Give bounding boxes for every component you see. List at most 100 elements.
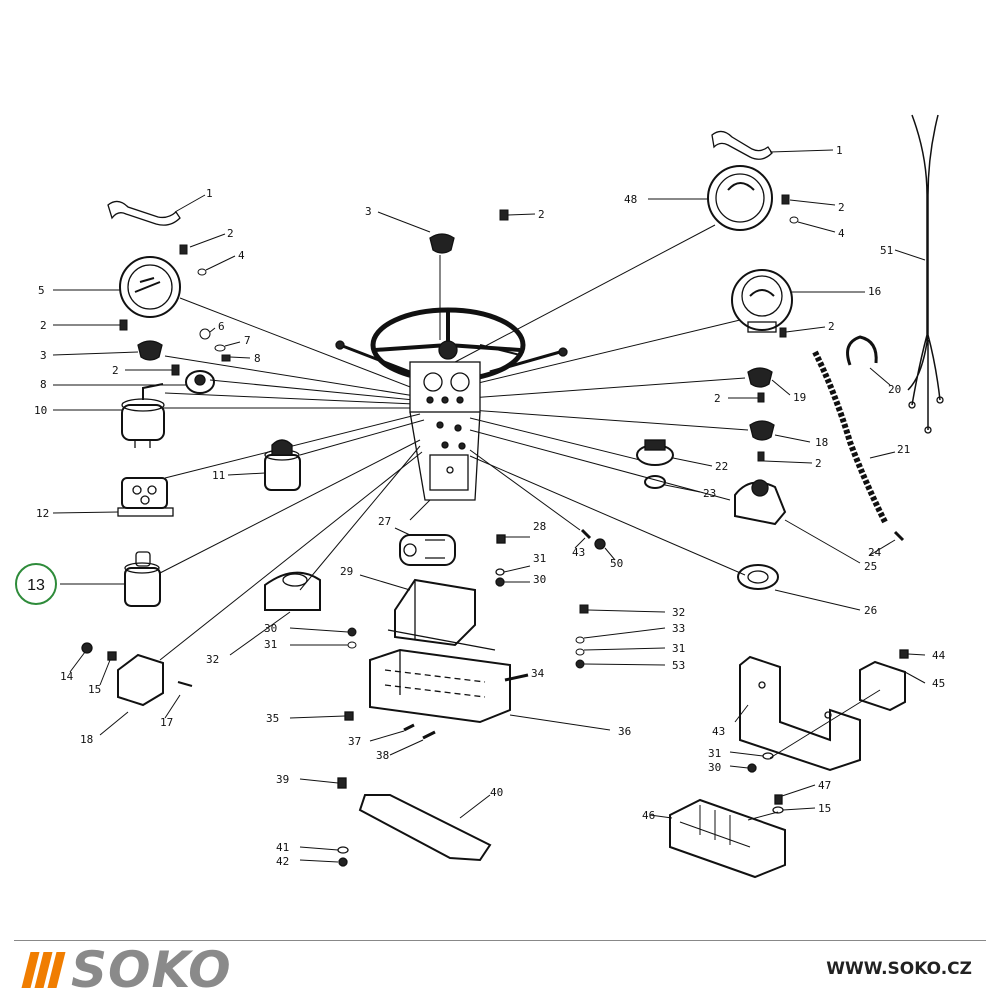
part-36-fuse-box — [289, 648, 611, 756]
callout-label: 2 — [815, 457, 822, 470]
logo-stripes-icon — [21, 952, 66, 988]
part-43-bracket — [734, 655, 861, 772]
part-27-motor — [394, 527, 531, 587]
part-3-knob-left — [52, 340, 163, 361]
callout-label: 22 — [715, 460, 728, 473]
callout-label: 2 — [227, 227, 234, 240]
callout-label: 14 — [60, 670, 74, 683]
small-screws — [53, 194, 836, 464]
callout-label: 8 — [254, 352, 261, 365]
callout-label: 46 — [642, 809, 655, 822]
part-18-relay — [69, 642, 193, 736]
callout-label: 12 — [36, 507, 49, 520]
callout-label: 2 — [538, 208, 545, 221]
callout-label: 51 — [880, 244, 893, 257]
brand-name: SOKO — [71, 941, 232, 999]
footer: SOKO WWW.SOKO.CZ — [0, 941, 1000, 1000]
callout-label: 45 — [932, 677, 945, 690]
footer-divider — [14, 940, 986, 941]
callout-label: 20 — [888, 383, 901, 396]
parts-43-50-small — [574, 528, 616, 561]
callout-label: 42 — [276, 855, 289, 868]
part-11-relay — [227, 439, 301, 491]
callout-label: 18 — [815, 436, 828, 449]
part-29-regulator — [359, 574, 496, 651]
callout-label: 31 — [672, 642, 685, 655]
part-52-horn — [229, 571, 321, 656]
part-1-bracket-left — [107, 194, 206, 226]
part-5-gauge — [53, 256, 181, 318]
callout-label: 24 — [868, 546, 882, 559]
callout-label: 32 — [672, 606, 685, 619]
callout-label: 8 — [40, 378, 47, 391]
callout-label: 31 — [708, 747, 721, 760]
callout-label: 44 — [932, 649, 946, 662]
callout-label: 3 — [40, 349, 47, 362]
callout-label: 43 — [572, 546, 585, 559]
callout-label: 41 — [276, 841, 289, 854]
callout-label: 4 — [838, 227, 845, 240]
part-23-lens — [644, 475, 701, 493]
callout-13: 13 — [27, 577, 45, 594]
part-26-socket — [737, 564, 861, 611]
parts-diagram: 13 1 1 2 2 2 2 2 2 2 2 3 3 4 4 5 6 7 8 8… — [15, 114, 946, 879]
callout-label: 43 — [712, 725, 725, 738]
callout-label: 6 — [218, 320, 225, 333]
callout-label: 36 — [618, 725, 631, 738]
callout-label: 48 — [624, 193, 637, 206]
callout-label: 32 — [206, 653, 219, 666]
callout-label: 2 — [828, 320, 835, 333]
callout-label: 53 — [672, 659, 685, 672]
callout-label: 17 — [160, 716, 173, 729]
callout-label: 18 — [80, 733, 93, 746]
callout-label: 28 — [533, 520, 546, 533]
part-40-strap — [299, 777, 492, 867]
parts-6-7-8 — [199, 327, 251, 362]
callout-label: 5 — [38, 284, 45, 297]
callout-label: 1 — [836, 144, 843, 157]
brand-logo: SOKO — [21, 941, 232, 999]
website-link[interactable]: WWW.SOKO.CZ — [826, 959, 972, 979]
callout-label: 30 — [264, 622, 277, 635]
callout-label: 33 — [672, 622, 685, 635]
callout-label: 34 — [531, 667, 545, 680]
part-20-clip — [846, 335, 891, 386]
callout-label: 31 — [533, 552, 546, 565]
callout-label: 15 — [88, 683, 101, 696]
callout-label: 2 — [838, 201, 845, 214]
callout-label: 10 — [34, 404, 47, 417]
callout-label: 39 — [276, 773, 289, 786]
part-22-lamp — [636, 439, 713, 467]
highlight-circle — [15, 563, 57, 605]
callout-label: 35 — [266, 712, 279, 725]
part-21-cable — [812, 350, 905, 556]
callout-label: 38 — [376, 749, 389, 762]
callout-label: 23 — [703, 487, 716, 500]
part-45-box — [729, 649, 926, 773]
part-3-knob-top — [377, 211, 455, 254]
part-18-knob — [749, 420, 811, 443]
callout-label: 40 — [490, 786, 503, 799]
washers — [197, 216, 836, 276]
part-51-harness — [894, 114, 944, 434]
callout-label: 1 — [206, 187, 213, 200]
callout-label: 11 — [212, 469, 225, 482]
callout-label: 19 — [793, 391, 806, 404]
callout-label: 2 — [40, 319, 47, 332]
part-48-gauge — [648, 165, 773, 231]
part-12-socket — [52, 477, 174, 517]
part-8-switch — [53, 370, 215, 394]
callout-label: 27 — [378, 515, 391, 528]
part-25-switch — [734, 479, 861, 564]
part-46-cover — [649, 784, 816, 879]
callout-label: 31 — [264, 638, 277, 651]
callout-label: 29 — [340, 565, 353, 578]
callout-label: 4 — [238, 249, 245, 262]
callout-label: 7 — [244, 334, 251, 347]
callout-label: 3 — [365, 205, 372, 218]
callout-label: 21 — [897, 443, 910, 456]
callout-label: 2 — [714, 392, 721, 405]
dashboard-panel — [409, 361, 481, 501]
callout-label: 37 — [348, 735, 361, 748]
callout-labels: 1 1 2 2 2 2 2 2 2 2 3 3 4 4 5 6 7 8 8 10… — [34, 144, 946, 868]
